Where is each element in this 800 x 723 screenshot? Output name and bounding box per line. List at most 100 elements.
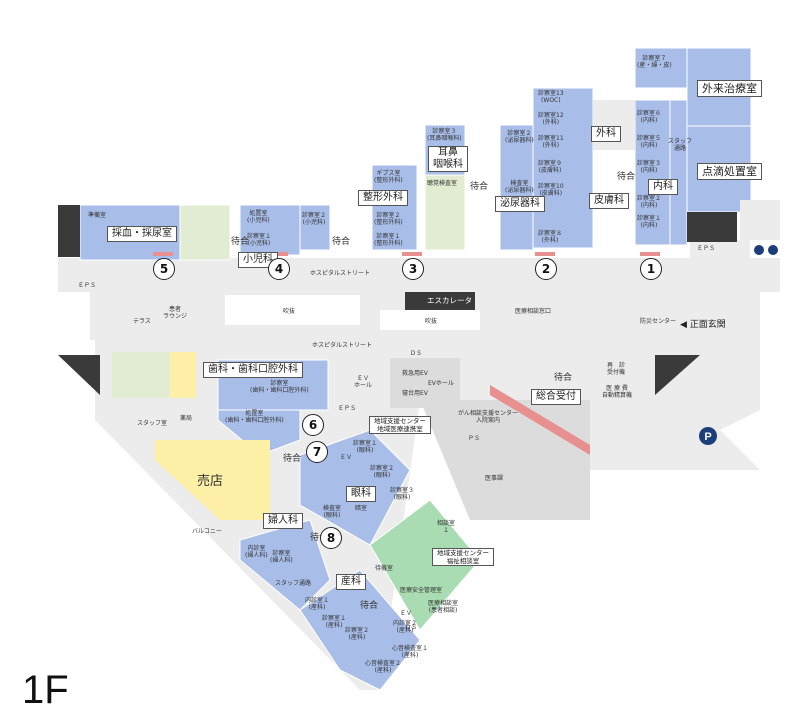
room-label: 診察室11 (外科) <box>538 135 564 149</box>
room-label: ホスピタルストリート <box>312 342 373 349</box>
room-label: ＥＶ <box>400 610 413 617</box>
room-label: 薬局 <box>180 415 193 422</box>
center-gray <box>420 400 590 520</box>
room-label: 寝台用EV <box>402 390 428 397</box>
room-label: 診察室10 (皮膚科) <box>538 183 564 197</box>
room-label: 検査室 (眼科) <box>323 505 342 519</box>
parking-icon[interactable] <box>699 427 717 445</box>
room-label: 吹抜 <box>425 318 438 325</box>
dept-regional-center-welfare[interactable]: 地域支援センター 福祉相談室 <box>432 548 494 566</box>
room-label: 診察室３ (眼科) <box>390 487 415 501</box>
room-label: 救急用EV <box>402 370 428 377</box>
room-label: 診察室２ (産科) <box>345 627 370 641</box>
dept-gynecology[interactable]: 婦人科 <box>263 513 303 529</box>
block-number-4[interactable]: 4 <box>268 258 290 280</box>
room-label: 診察室６ (内科) <box>637 110 662 124</box>
room-label: 暗室 <box>355 505 368 512</box>
block-number-2[interactable]: 2 <box>535 258 557 280</box>
dept-surgery[interactable]: 外科 <box>591 126 621 142</box>
room-label: 相談室 １ <box>437 520 456 534</box>
room-label: ＥＶ <box>340 454 353 461</box>
room-label: 内診室 (婦人科) <box>245 545 268 559</box>
room-label: 診察室２ (小児科) <box>302 212 327 226</box>
room-label: ＤＳ <box>410 350 423 357</box>
room-label: 医事課 <box>485 475 504 482</box>
dept-blood-collection[interactable]: 採血・採尿室 <box>107 226 177 242</box>
dept-store[interactable]: 売店 <box>197 474 224 489</box>
room-label: 診察室２ (眼科) <box>370 465 395 479</box>
room-label: 内診室１ (産科) <box>305 597 330 611</box>
room-label: 診察室５ (内科) <box>637 135 662 149</box>
room-label: ＤＳ <box>405 624 418 631</box>
block-number-6[interactable]: 6 <box>302 414 324 436</box>
waiting-label: 待合 <box>360 601 379 611</box>
room-label: 診察室 (歯科・歯科口腔外科) <box>250 380 309 394</box>
room-label: 診察室２ (整形外科) <box>374 212 403 226</box>
taxi-icon <box>754 245 764 255</box>
escalator-label[interactable]: エスカレーター <box>405 292 475 323</box>
room-label: 医療相談窓口 <box>515 308 552 315</box>
dental-block <box>217 359 329 456</box>
room-label: 準備室 <box>88 212 107 219</box>
room-label: 診察室３ (耳鼻咽喉科) <box>427 128 462 142</box>
waiting-label: 待合 <box>470 182 489 192</box>
floor-label: 1F <box>22 668 69 712</box>
room-label: 診察室１ (整形外科) <box>374 233 403 247</box>
room-label: 診察室２ (内科) <box>637 195 662 209</box>
room-label: スタッフ室 <box>137 420 168 427</box>
room-label: 診察室12 (外科) <box>538 112 564 126</box>
block-number-5[interactable]: 5 <box>153 258 175 280</box>
room-label: ホスピタルストリート <box>310 270 371 277</box>
room-label: 待機室 <box>375 565 394 572</box>
dept-urology[interactable]: 泌尿器科 <box>495 196 545 212</box>
block-number-3[interactable]: 3 <box>402 258 424 280</box>
waiting-label: 待合 <box>617 172 636 182</box>
main-entrance-label[interactable]: ◀ 正面玄関 <box>680 320 726 330</box>
dept-internal[interactable]: 内科 <box>648 179 678 195</box>
room-label: ＥＰＳ <box>697 245 716 252</box>
waiting-label: 待合 <box>231 237 250 247</box>
room-label: 医療相談室 (患者相談) <box>428 600 459 614</box>
dept-dental[interactable]: 歯科・歯科口腔外科 <box>203 362 303 378</box>
room-label: EVホール <box>428 380 454 387</box>
room-label: 診察室１ (眼科) <box>353 440 378 454</box>
block-number-1[interactable]: 1 <box>640 258 662 280</box>
room-label: ＥＰＳ <box>338 405 357 412</box>
room-label: がん相談支援センター 入院案内 <box>458 410 519 424</box>
room-label: 医療安全管理室 <box>400 587 443 594</box>
room-label: 診察室１ (産科) <box>322 615 347 629</box>
dept-ent[interactable]: 耳鼻 咽喉科 <box>428 146 468 172</box>
room-label: 診察室１ (内科) <box>637 215 662 229</box>
room-label: 患者 ラウンジ <box>163 306 188 320</box>
void-2 <box>380 310 480 330</box>
room-label: 再 診 受付機 <box>607 362 626 376</box>
room-label: スタッフ 通路 <box>668 138 693 152</box>
block-number-7[interactable]: 7 <box>306 441 328 463</box>
dept-ophthalmology[interactable]: 眼科 <box>346 486 376 502</box>
dept-obstetrics[interactable]: 産科 <box>336 574 366 590</box>
waiting-label: 待合 <box>310 533 329 543</box>
reception-bar <box>490 385 590 455</box>
room-label: 医 療 費 自動精算機 <box>602 385 633 399</box>
void-1 <box>225 295 360 325</box>
dept-infusion[interactable]: 点滴処置室 <box>697 163 762 180</box>
room-label: スタッフ通路 <box>275 580 312 587</box>
store-zone <box>155 440 270 520</box>
room-label: テラス <box>133 318 151 325</box>
dept-orthopedics[interactable]: 整形外科 <box>358 190 408 206</box>
room-label: 診察室７ (産・婦・皮) <box>637 55 672 69</box>
room-label: ＰＳ <box>468 435 481 442</box>
room-label: 診察室３ (内科) <box>637 160 662 174</box>
room-label: 診察室１ (小児科) <box>247 233 272 247</box>
dept-outpatient-treatment[interactable]: 外来治療室 <box>697 80 762 97</box>
waiting-label: 待合 <box>554 373 573 383</box>
room-label: バルコニー <box>192 528 222 535</box>
bus-icon <box>768 245 778 255</box>
dept-dermatology[interactable]: 皮膚科 <box>589 193 629 209</box>
dept-regional-center[interactable]: 地域支援センター 地域医療連携室 <box>369 416 431 434</box>
dept-reception[interactable]: 総合受付 <box>531 389 581 405</box>
room-label: ギプス室 (整形外科) <box>374 170 403 184</box>
block-number-8[interactable]: 8 <box>320 527 342 549</box>
center-ev <box>390 358 460 408</box>
